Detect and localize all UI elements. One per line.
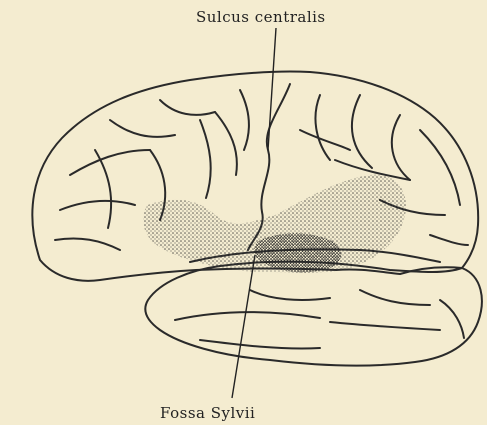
leader-fossa-sylvii: [232, 255, 255, 398]
label-fossa-sylvii: Fossa Sylvii: [160, 404, 255, 422]
leader-sulcus-centralis: [268, 28, 276, 150]
temporal-lobe-outline: [145, 262, 482, 366]
label-sulcus-centralis: Sulcus centralis: [196, 8, 326, 26]
